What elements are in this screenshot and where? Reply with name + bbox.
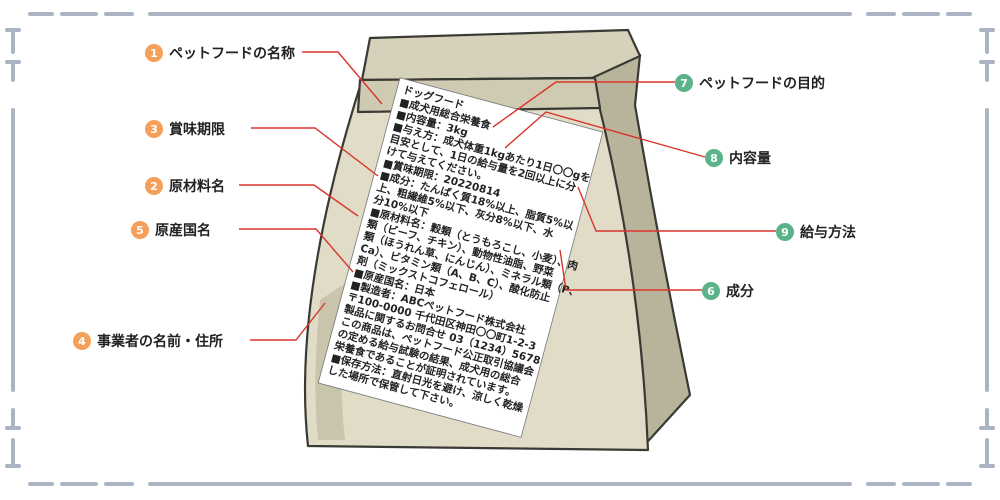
badge-5: 5 [131, 221, 149, 239]
callout-label-4: 事業者の名前・住所 [97, 334, 223, 350]
callout-label-8: 内容量 [729, 151, 771, 167]
callout-label-1: ペットフードの名称 [169, 46, 295, 62]
callout-1-pet-food-name: 1 ペットフードの名称 [145, 43, 295, 63]
callout-label-5: 原産国名 [155, 223, 211, 239]
callout-9-feeding-method: 9 給与方法 [776, 222, 856, 242]
callout-6-components: 6 成分 [702, 281, 754, 301]
badge-3: 3 [145, 120, 163, 138]
callout-label-6: 成分 [726, 284, 754, 300]
leader-lines [239, 51, 776, 341]
leader-line-3 [251, 127, 379, 177]
product-label-panel: ドッグフード■成犬用総合栄養食■内容量：3kg■与え方：成犬体重1kgあたり1日… [317, 77, 604, 438]
callout-5-country-of-origin: 5 原産国名 [131, 220, 211, 240]
leader-line-5 [239, 228, 354, 273]
callout-label-2: 原材料名 [169, 179, 225, 195]
leader-line-2 [239, 184, 359, 217]
leader-line-1 [302, 51, 383, 105]
callout-label-7: ペットフードの目的 [699, 76, 825, 92]
badge-9: 9 [776, 223, 794, 241]
bag-top-seal [360, 28, 642, 82]
leader-line-4 [250, 302, 326, 341]
leader-line-7 [492, 81, 675, 128]
badge-4: 4 [73, 332, 91, 350]
badge-7: 7 [675, 74, 693, 92]
leader-line-6 [559, 249, 702, 291]
callout-2-ingredients: 2 原材料名 [145, 176, 225, 196]
callout-label-3: 賞味期限 [169, 122, 225, 138]
callout-7-purpose: 7 ペットフードの目的 [675, 73, 825, 93]
badge-1: 1 [145, 44, 163, 62]
callout-label-9: 給与方法 [800, 225, 856, 241]
leader-line-8 [504, 111, 706, 158]
callout-4-business-name-address: 4 事業者の名前・住所 [73, 331, 223, 351]
badge-2: 2 [145, 177, 163, 195]
callout-3-best-before: 3 賞味期限 [145, 119, 225, 139]
badge-6: 6 [702, 282, 720, 300]
callout-8-net-contents: 8 内容量 [705, 148, 771, 168]
badge-8: 8 [705, 149, 723, 167]
leader-line-9 [577, 186, 776, 232]
decorative-frame [5, 12, 995, 486]
